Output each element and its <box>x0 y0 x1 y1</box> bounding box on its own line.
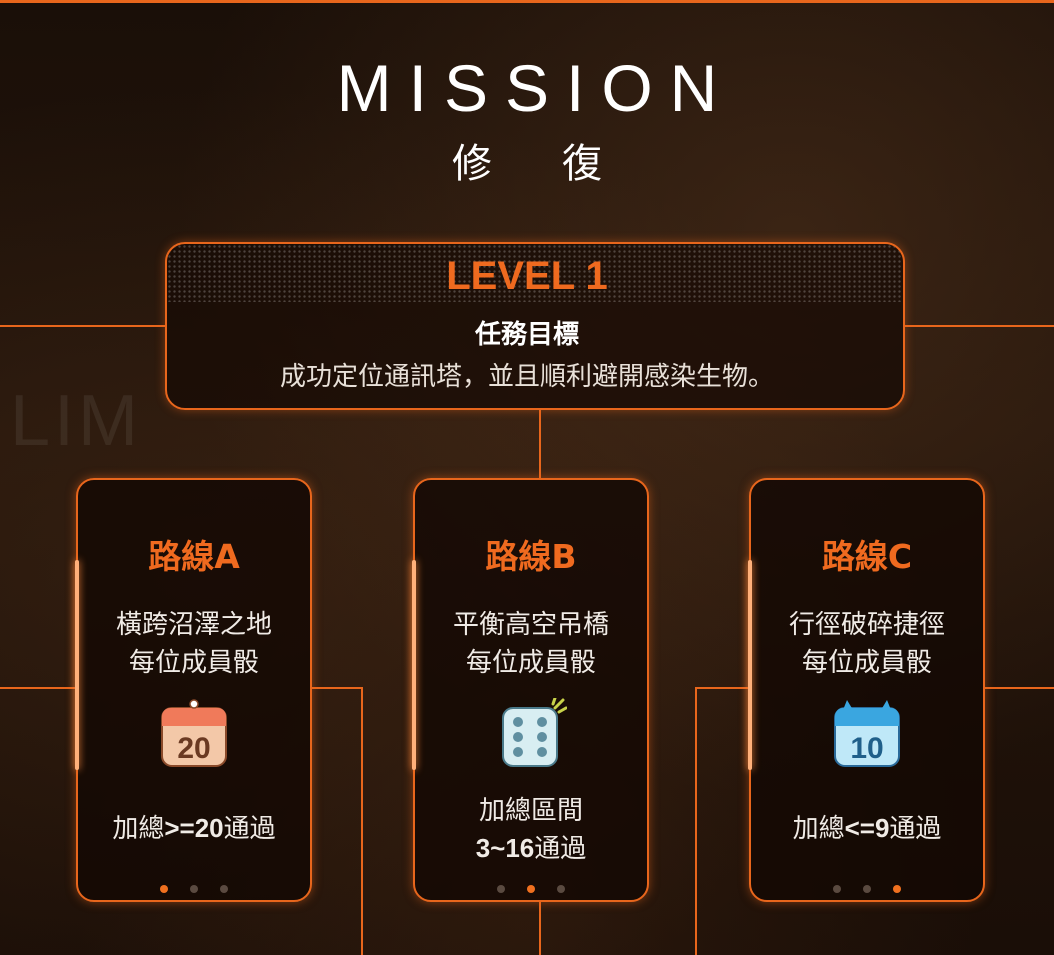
objective-text: 成功定位通訊塔，並且順利避開感染生物。 <box>279 362 774 392</box>
route-instruction: 每位成員骰 <box>128 648 259 678</box>
pager-dot-3 <box>557 885 565 893</box>
pager-dot-3 <box>893 885 901 893</box>
route-card-b[interactable]: 路線B 平衡高空吊橋 每位成員骰 加總區間 3~16通過 <box>412 478 649 902</box>
pager-dot-1 <box>497 885 505 893</box>
pass-condition: 加總>=20通過 <box>112 813 276 844</box>
pass-condition: 加總<=9通過 <box>792 813 942 844</box>
pass-condition-label: 加總區間 <box>478 796 583 826</box>
pager-dots <box>78 878 310 893</box>
pager-dot-2 <box>863 885 871 893</box>
route-name: 路線A <box>148 537 240 576</box>
objective-label: 任務目標 <box>474 320 579 350</box>
pager-dot-1 <box>160 885 168 893</box>
top-border-line <box>0 0 1054 3</box>
card-accent-bar <box>412 560 416 770</box>
mission-title: MISSION <box>336 51 735 125</box>
route-description: 平衡高空吊橋 <box>452 610 609 640</box>
background-watermark: LIM <box>10 381 143 461</box>
pager-dot-3 <box>220 885 228 893</box>
level-panel <box>165 242 905 410</box>
route-description: 橫跨沼澤之地 <box>115 610 272 640</box>
pager-dot-2 <box>190 885 198 893</box>
route-instruction: 每位成員骰 <box>465 648 596 678</box>
mission-subtitle: 修復 <box>452 141 672 187</box>
route-instruction: 每位成員骰 <box>801 648 932 678</box>
calendar-10-icon: 10 <box>834 700 900 767</box>
card-accent-bar <box>748 560 752 770</box>
calendar-20-icon: 20 <box>161 699 227 767</box>
pager-dots <box>751 878 983 893</box>
route-description: 行徑破碎捷徑 <box>788 610 945 640</box>
route-card-c[interactable]: 路線C 行徑破碎捷徑 每位成員骰 10 加總<=9通過 <box>748 478 985 902</box>
route-name: 路線C <box>821 537 913 576</box>
pager-dot-2 <box>527 885 535 893</box>
pager-dots <box>415 878 647 893</box>
route-card-a[interactable]: 路線A 橫跨沼澤之地 每位成員骰 20 加總>=20通過 <box>75 478 312 902</box>
card-accent-bar <box>75 560 79 770</box>
pass-condition: 3~16通過 <box>475 833 587 864</box>
pager-dot-1 <box>833 885 841 893</box>
calendar-number: 20 <box>177 732 210 765</box>
level-title: LEVEL 1 <box>446 254 608 298</box>
level-panel-dot-pattern <box>167 244 903 302</box>
dice-icon <box>502 698 567 767</box>
calendar-number: 10 <box>850 732 883 765</box>
route-name: 路線B <box>485 537 577 576</box>
